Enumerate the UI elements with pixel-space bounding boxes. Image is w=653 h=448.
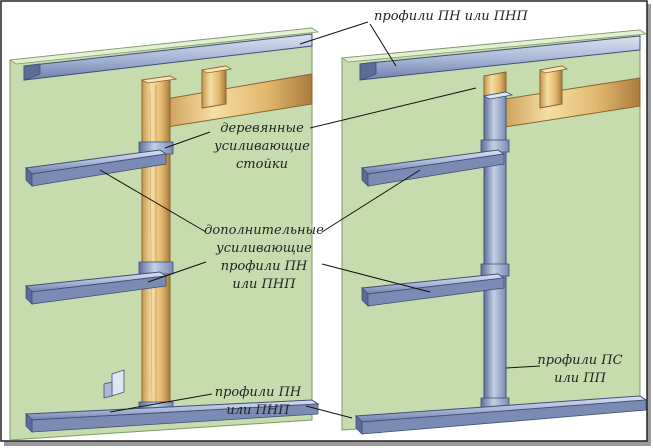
svg-text:стойки: стойки <box>236 157 288 172</box>
left-panel-top-edge <box>8 27 320 65</box>
label-side-profiles: профили ПС или ПП <box>537 353 622 386</box>
svg-text:усиливающие: усиливающие <box>215 241 312 256</box>
svg-text:или ПП: или ПП <box>554 371 606 386</box>
corner-bracket <box>111 369 125 397</box>
svg-text:или ПНП: или ПНП <box>226 403 290 418</box>
label-top-profiles: профили ПН или ПНП <box>374 9 528 24</box>
label-bottom-profiles: профили ПН или ПНП <box>215 385 302 418</box>
label-extra-profiles: дополнительные усиливающие профили ПН ил… <box>204 223 324 292</box>
right-panel-top-edge <box>340 29 648 63</box>
svg-text:усиливающие: усиливающие <box>213 139 310 154</box>
svg-text:дополнительные: дополнительные <box>204 223 324 238</box>
left-wall <box>8 27 320 441</box>
right-wall <box>340 29 648 435</box>
leader-lines <box>99 21 541 419</box>
svg-text:профили ПН: профили ПН <box>221 259 308 274</box>
svg-text:деревянные: деревянные <box>220 121 304 136</box>
label-wood-studs: деревянные усиливающие стойки <box>213 121 310 172</box>
svg-text:или ПНП: или ПНП <box>232 277 296 292</box>
svg-text:профили ПС: профили ПС <box>537 353 622 368</box>
svg-text:профили ПН: профили ПН <box>215 385 302 400</box>
